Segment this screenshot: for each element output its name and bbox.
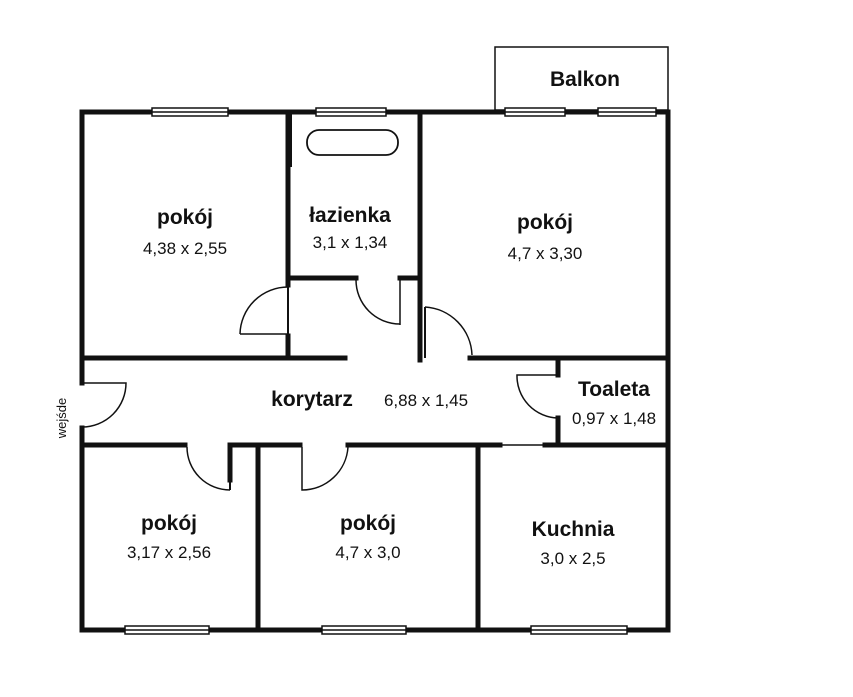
door-bathroom: [355, 279, 401, 325]
window-bottom-left-room: [124, 625, 210, 635]
room-top-right-dims: 4,7 x 3,30: [508, 244, 583, 263]
bathtub-icon: [306, 129, 399, 156]
window-top-right-room-1: [504, 107, 566, 117]
balcony-label: Balkon: [550, 68, 620, 91]
bathroom-name: łazienka: [309, 204, 391, 227]
door-toilet: [516, 374, 559, 419]
room-bottom-mid-name: pokój: [340, 512, 396, 535]
toilet-name: Toaleta: [578, 378, 650, 401]
room-top-left-name: pokój: [157, 206, 213, 229]
corridor: korytarz 6,88 x 1,45: [271, 388, 468, 411]
door-entrance: [81, 382, 127, 428]
windows: [124, 107, 657, 635]
kitchen-dims: 3,0 x 2,5: [540, 549, 605, 568]
door-bottom-mid-room: [301, 446, 349, 491]
window-top-left-room: [151, 107, 229, 117]
balcony: Balkon: [494, 46, 669, 111]
bathroom: łazienka 3,1 x 1,34: [309, 204, 391, 252]
interior-walls: [79, 109, 671, 633]
room-top-left-dims: 4,38 x 2,55: [143, 239, 227, 258]
door-top-left-room: [239, 286, 289, 335]
toilet-dims: 0,97 x 1,48: [572, 409, 656, 428]
corridor-dims: 6,88 x 1,45: [384, 391, 468, 410]
corridor-name: korytarz: [271, 388, 353, 411]
room-bottom-mid-dims: 4,7 x 3,0: [335, 543, 400, 562]
window-kitchen: [530, 625, 628, 635]
window-top-right-room-2: [597, 107, 657, 117]
kitchen: Kuchnia 3,0 x 2,5: [532, 518, 615, 568]
room-bottom-mid: pokój 4,7 x 3,0: [335, 512, 400, 562]
kitchen-name: Kuchnia: [532, 518, 615, 541]
window-bottom-mid-room: [321, 625, 407, 635]
room-bottom-left-name: pokój: [141, 512, 197, 535]
door-bottom-left-room: [186, 446, 231, 491]
bathroom-dims: 3,1 x 1,34: [313, 233, 388, 252]
window-bathroom: [315, 107, 387, 117]
room-top-left: pokój 4,38 x 2,55: [143, 206, 227, 258]
doors: [81, 279, 559, 491]
door-top-right-room: [424, 306, 473, 358]
room-top-right-name: pokój: [517, 211, 573, 234]
toilet: Toaleta 0,97 x 1,48: [572, 378, 656, 428]
room-bottom-left-dims: 3,17 x 2,56: [127, 543, 211, 562]
room-bottom-left: pokój 3,17 x 2,56: [127, 512, 211, 562]
entrance-label: wejśde: [54, 398, 69, 439]
room-top-right: pokój 4,7 x 3,30: [508, 211, 583, 263]
